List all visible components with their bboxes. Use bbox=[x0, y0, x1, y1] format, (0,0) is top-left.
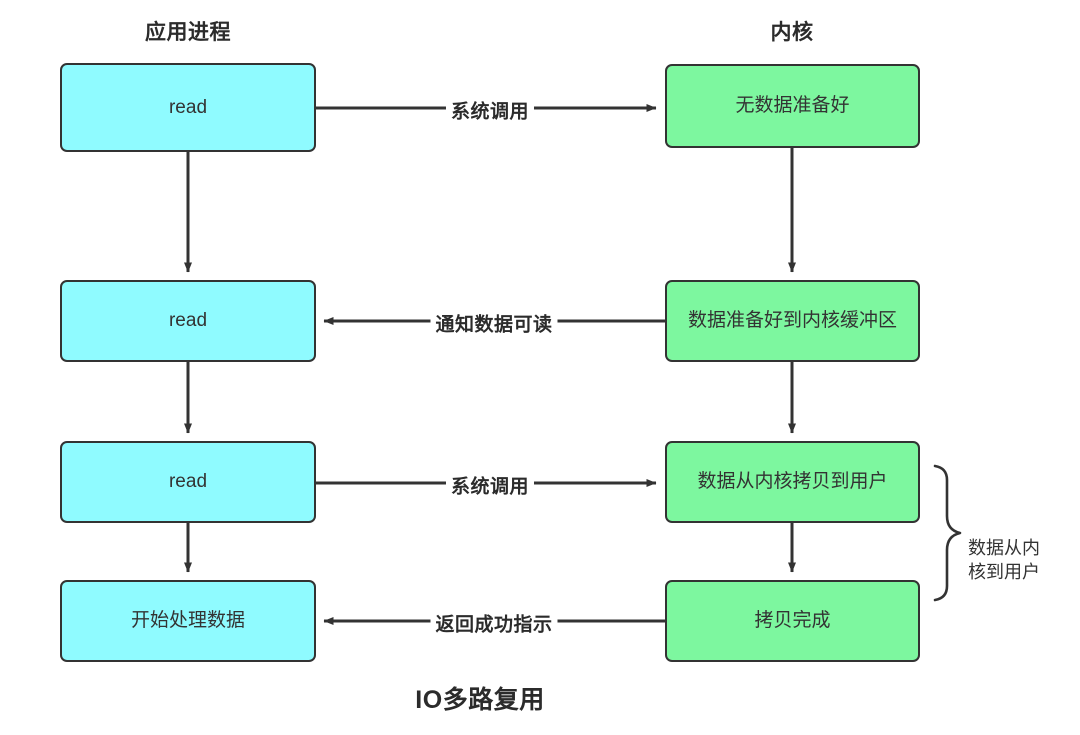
node-app-process-data[interactable]: 开始处理数据 bbox=[60, 580, 316, 662]
node-label: 开始处理数据 bbox=[130, 610, 245, 632]
node-app-read-1[interactable]: read bbox=[60, 63, 316, 152]
node-label: 数据从内核拷贝到用户 bbox=[697, 471, 888, 493]
node-label: read bbox=[168, 471, 208, 493]
edge-label-syscall-1: 系统调用 bbox=[445, 96, 535, 124]
node-label: 无数据准备好 bbox=[735, 95, 850, 117]
node-app-read-2[interactable]: read bbox=[60, 280, 316, 362]
edge-label-return-success: 返回成功指示 bbox=[430, 609, 558, 637]
kernel-to-user-brace-icon bbox=[933, 464, 962, 602]
node-label: 拷贝完成 bbox=[754, 610, 831, 632]
node-kernel-data-ready[interactable]: 数据准备好到内核缓冲区 bbox=[665, 280, 920, 362]
node-kernel-no-data[interactable]: 无数据准备好 bbox=[665, 64, 920, 148]
node-app-read-3[interactable]: read bbox=[60, 441, 316, 523]
column-header-kernel: 内核 bbox=[770, 21, 814, 44]
annotation-line-2: 核到用户 bbox=[968, 562, 1040, 583]
annotation-kernel-to-user: 数据从内 核到用户 bbox=[968, 536, 1040, 585]
node-label: 数据准备好到内核缓冲区 bbox=[687, 310, 897, 332]
node-kernel-copy-done[interactable]: 拷贝完成 bbox=[665, 580, 920, 662]
diagram-title: IO多路复用 bbox=[415, 686, 545, 714]
node-label: read bbox=[168, 310, 208, 332]
node-kernel-copy[interactable]: 数据从内核拷贝到用户 bbox=[665, 441, 920, 523]
node-label: read bbox=[168, 96, 208, 118]
edge-label-notify-readable: 通知数据可读 bbox=[430, 309, 558, 337]
edge-label-syscall-2: 系统调用 bbox=[445, 471, 535, 499]
annotation-line-1: 数据从内 bbox=[968, 538, 1040, 558]
column-header-app-process: 应用进程 bbox=[145, 21, 231, 44]
